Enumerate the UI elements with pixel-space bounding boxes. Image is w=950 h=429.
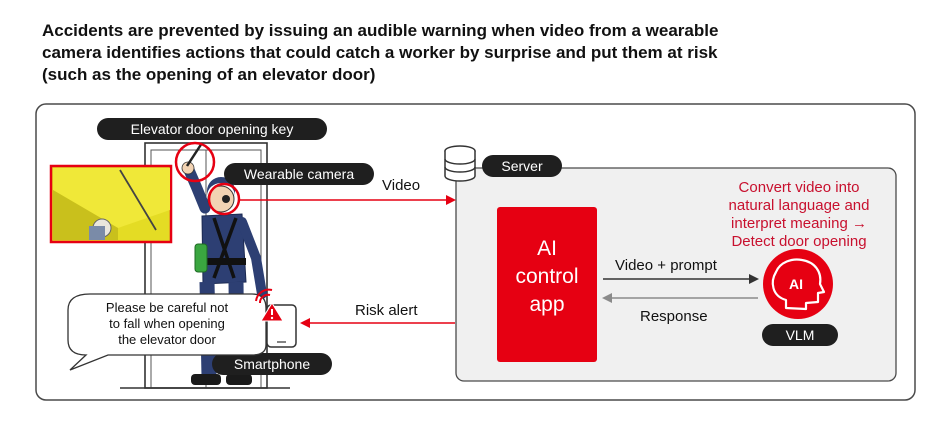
bubble-line-3: the elevator door (118, 332, 216, 347)
warning-speech-bubble (67, 293, 267, 371)
vlm-label: VLM (786, 327, 815, 343)
vlm-pill (762, 324, 838, 346)
headline-line-1: Accidents are prevented by issuing an au… (42, 21, 719, 40)
warning-icon (260, 302, 284, 322)
smartphone-pill (212, 353, 332, 375)
vlm-note-line-3: interpret meaning → (731, 215, 867, 232)
wearable-camera-icon (222, 195, 230, 203)
ai-control-app-box (497, 207, 597, 362)
vlm-note-line-2: natural language and (729, 197, 870, 214)
ai-app-line-3: app (529, 293, 564, 316)
server-pill (482, 155, 562, 177)
bubble-line-2: to fall when opening (109, 316, 225, 331)
risk-alert-label: Risk alert (355, 302, 418, 319)
video-label: Video (382, 177, 420, 194)
headline-line-2: camera identifies actions that could cat… (42, 43, 718, 62)
headline-line-3: (such as the opening of an elevator door… (42, 65, 376, 84)
video-prompt-label: Video + prompt (615, 257, 718, 274)
ai-app-line-2: control (515, 265, 578, 288)
sound-waves-icon (255, 288, 273, 304)
camera-view-image (49, 164, 173, 244)
response-label: Response (640, 308, 708, 325)
elevator-key-pill (97, 118, 327, 140)
bubble-line-1: Please be careful not (106, 300, 229, 315)
wearable-camera-label: Wearable camera (244, 166, 354, 182)
wearable-camera-pill (224, 163, 374, 185)
smartphone-label: Smartphone (234, 356, 310, 372)
vlm-note-line-1: Convert video into (739, 179, 860, 196)
ai-app-line-1: AI (537, 237, 557, 260)
elevator-key-label: Elevator door opening key (131, 121, 294, 137)
server-label: Server (501, 158, 543, 174)
vlm-note-line-4: Detect door opening (731, 233, 866, 250)
camera-highlight-circle (207, 182, 241, 216)
key-highlight-circle (174, 141, 216, 183)
server-icon (444, 145, 476, 182)
vlm-icon-text: AI (789, 276, 803, 292)
headline: Accidents are prevented by issuing an au… (42, 20, 902, 86)
vlm-brain-icon: AI (763, 249, 833, 319)
